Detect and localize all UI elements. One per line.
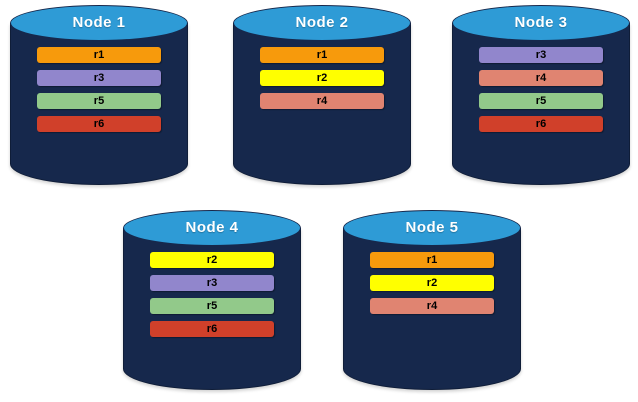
replica-bar[interactable]: r2	[370, 275, 494, 291]
replica-bar[interactable]: r6	[479, 116, 603, 132]
replica-bar[interactable]: r4	[479, 70, 603, 86]
node-4-cylinder-top	[123, 210, 301, 246]
node-1-label: Node 1	[72, 14, 126, 31]
replica-bar[interactable]: r4	[370, 298, 494, 314]
replica-bar[interactable]: r4	[260, 93, 384, 109]
replica-bar[interactable]: r1	[37, 47, 161, 63]
node-1[interactable]: Node 1 r1 r3 r5 r6	[10, 5, 188, 185]
node-2-replica-list: r1 r2 r4	[233, 47, 411, 109]
node-3[interactable]: Node 3 r3 r4 r5 r6	[452, 5, 630, 185]
node-1-replica-list: r1 r3 r5 r6	[10, 47, 188, 132]
node-5[interactable]: Node 5 r1 r2 r4	[343, 210, 521, 390]
replica-bar[interactable]: r5	[150, 298, 274, 314]
node-2-cylinder-top	[233, 5, 411, 41]
node-3-label: Node 3	[514, 14, 568, 31]
replica-bar[interactable]: r5	[37, 93, 161, 109]
replica-bar[interactable]: r6	[150, 321, 274, 337]
replica-bar[interactable]: r2	[260, 70, 384, 86]
node-4-label: Node 4	[185, 219, 239, 236]
node-5-cylinder-top	[343, 210, 521, 246]
node-2[interactable]: Node 2 r1 r2 r4	[233, 5, 411, 185]
node-5-replica-list: r1 r2 r4	[343, 252, 521, 314]
node-3-replica-list: r3 r4 r5 r6	[452, 47, 630, 132]
replica-bar[interactable]: r1	[260, 47, 384, 63]
replica-bar[interactable]: r1	[370, 252, 494, 268]
node-2-label: Node 2	[295, 14, 349, 31]
replica-bar[interactable]: r3	[150, 275, 274, 291]
node-4[interactable]: Node 4 r2 r3 r5 r6	[123, 210, 301, 390]
replica-bar[interactable]: r3	[479, 47, 603, 63]
replica-bar[interactable]: r5	[479, 93, 603, 109]
node-1-cylinder-top	[10, 5, 188, 41]
replica-bar[interactable]: r2	[150, 252, 274, 268]
node-4-replica-list: r2 r3 r5 r6	[123, 252, 301, 337]
replica-bar[interactable]: r3	[37, 70, 161, 86]
node-3-cylinder-top	[452, 5, 630, 41]
node-5-label: Node 5	[405, 219, 459, 236]
replica-bar[interactable]: r6	[37, 116, 161, 132]
